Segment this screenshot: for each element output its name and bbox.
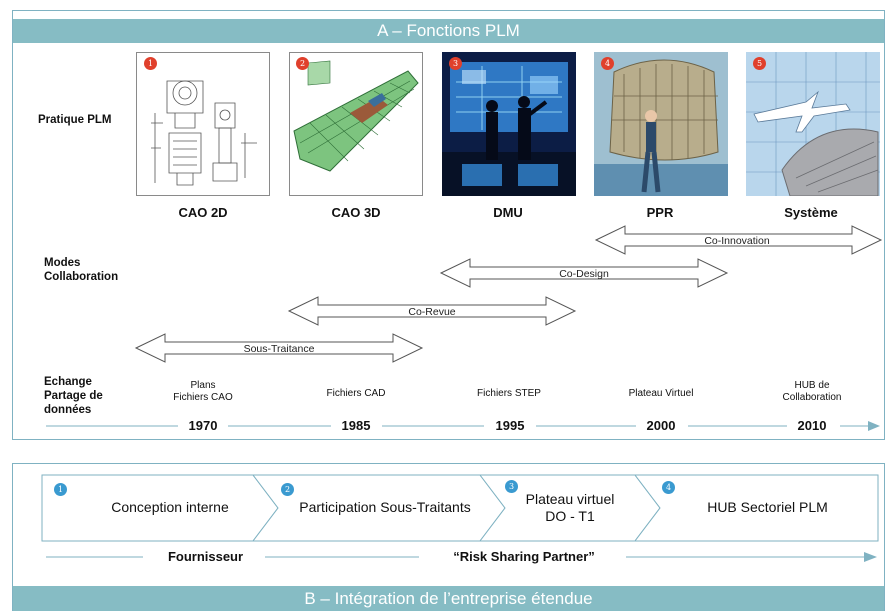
partner-timeline-arrowhead xyxy=(864,552,877,562)
fuselage-assembly-illustration xyxy=(594,52,728,196)
arrow-co-design xyxy=(439,258,729,288)
exchange-label-1985: Fichiers CAD xyxy=(326,388,386,399)
year-1995: 1995 xyxy=(495,418,525,433)
arrow-label-co-revue: Co-Revue xyxy=(408,306,455,318)
practice-image-systeme xyxy=(746,52,880,196)
step-chevron-4 xyxy=(633,474,879,542)
practice-image-dmu xyxy=(442,52,576,196)
step-label-3: Plateau virtuel DO - T1 xyxy=(525,491,615,524)
practice-badge-5: 5 xyxy=(753,57,766,70)
arrow-label-sous-traitance: Sous-Traitance xyxy=(244,343,315,355)
practice-title-cao3d: CAO 3D xyxy=(331,205,381,220)
arrow-label-co-design: Co-Design xyxy=(559,268,609,280)
row-label-practice: Pratique PLM xyxy=(38,114,112,126)
technical-drawing-illustration xyxy=(151,80,257,186)
step-badge-2: 2 xyxy=(281,483,294,496)
step-badge-4: 4 xyxy=(662,481,675,494)
practice-image-ppr xyxy=(594,52,728,196)
practice-badge-3: 3 xyxy=(449,57,462,70)
practice-title-cao2d: CAO 2D xyxy=(178,205,228,220)
practice-title-ppr: PPR xyxy=(646,205,674,220)
practice-title-systeme: Système xyxy=(784,205,838,220)
year-1985: 1985 xyxy=(341,418,371,433)
engineers-screen-illustration xyxy=(442,52,576,196)
section-a-title: A – Fonctions PLM xyxy=(13,19,884,43)
arrow-label-co-innovation: Co-Innovation xyxy=(704,235,770,247)
arrow-co-innovation xyxy=(594,225,883,255)
arrow-co-revue xyxy=(287,296,577,326)
timeline-label-fournisseur: Fournisseur xyxy=(167,549,244,564)
practice-badge-2: 2 xyxy=(296,57,309,70)
aircraft-satellite-illustration xyxy=(746,52,880,196)
exchange-label-2000: Plateau Virtuel xyxy=(628,388,694,399)
row-label-modes: Modes Collaboration xyxy=(44,257,119,283)
ship-hull-3d-illustration xyxy=(293,60,419,172)
step-label-2: Participation Sous-Traitants xyxy=(299,499,471,515)
arrow-sous-traitance xyxy=(134,333,424,363)
step-badge-3: 3 xyxy=(505,480,518,493)
year-2000: 2000 xyxy=(646,418,676,433)
step-label-1: Conception interne xyxy=(111,499,229,515)
exchange-label-2010: HUB de Collaboration xyxy=(782,380,842,403)
step-label-4: HUB Sectoriel PLM xyxy=(707,499,828,515)
practice-badge-1: 1 xyxy=(144,57,157,70)
year-2010: 2010 xyxy=(797,418,827,433)
step-badge-1: 1 xyxy=(54,483,67,496)
practice-image-cao3d xyxy=(289,52,423,196)
row-label-exchange: Echange Partage de données xyxy=(44,376,103,416)
practice-image-cao2d xyxy=(136,52,270,196)
year-timeline-arrowhead xyxy=(868,421,880,431)
timeline-label-risk-sharing: “Risk Sharing Partner” xyxy=(453,549,595,564)
exchange-label-1995: Fichiers STEP xyxy=(477,388,541,399)
section-b-title: B – Intégration de l’entreprise étendue xyxy=(13,586,884,611)
practice-title-dmu: DMU xyxy=(493,205,523,220)
exchange-label-1970: Plans Fichiers CAO xyxy=(173,380,233,403)
year-1970: 1970 xyxy=(188,418,218,433)
practice-badge-4: 4 xyxy=(601,57,614,70)
